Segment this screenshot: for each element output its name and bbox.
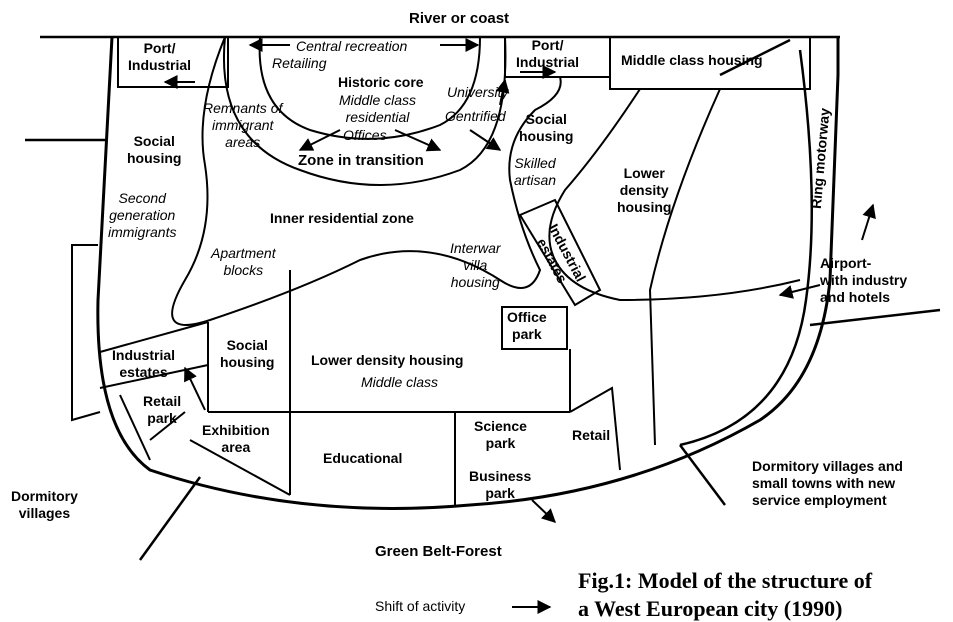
inner-residential-label: Inner residential zone [270,210,414,226]
lower-density-bottom-label: Lower density housing [311,352,464,368]
arrow-business-park [531,499,557,523]
ring-motorway-line [679,38,813,447]
inner-core-arc [258,36,481,140]
skilled-artisan-label: Skilled artisan [514,155,557,188]
lower-density-right-label: Lower density housing [617,165,672,215]
lower-density-right-inner [648,88,721,446]
social-housing-bottom-label: Social housing [220,337,275,370]
airport-label: Airport- with industry and hotels [820,255,908,305]
historic-core-label: Historic core [338,74,424,90]
arrow-retail-park [184,366,206,411]
river-coast-label: River or coast [409,10,510,27]
remnants-label: Remnants of immigrant areas [203,100,283,150]
middle-class-label: Middle class [361,374,439,390]
business-park-label: Business park [469,468,532,501]
outer-core-arc [223,36,507,186]
arrow-airport [778,284,821,299]
educational-label: Educational [323,450,403,466]
retail-park-label: Retail park [143,393,182,426]
green-belt-label: Green Belt-Forest [375,543,502,560]
city-boundary [96,36,840,510]
central-recreation-label: Central recreation [296,38,408,54]
dormitory-villages-label: Dormitory villages [11,488,78,521]
left-extension [71,244,101,422]
apartment-blocks-label: Apartment blocks [211,245,276,278]
road-bottom-right [679,444,726,506]
divider-9 [149,411,186,441]
road-right [809,308,941,327]
social-housing-right-label: Social housing [519,111,574,144]
port-right-label: Port/ Industrial [516,37,580,70]
inner-residential-boundary [171,36,562,326]
middle-class-housing-label: Middle class housing [621,52,763,68]
science-park-label: Science park [474,418,527,451]
port-left-label: Port/ Industrial [128,40,192,73]
zone-in-transition-label: Zone in transition [298,152,424,169]
middle-class-residential-label: Middle class residential [339,92,417,125]
divider-10 [189,439,291,496]
retail-label: Retail [572,427,611,443]
industrial-estates-right-box [518,198,602,307]
arrow-university [495,78,510,106]
arrow-offices-right [394,129,442,152]
retailing-label: Retailing [272,55,327,71]
industrial-estates-left-label: Industrial estates [112,347,176,380]
legend-label: Shift of activity [375,598,466,614]
arrow-offices-left [298,129,341,151]
divider-2 [99,321,209,353]
gentrified-label: Gentrified [445,108,506,124]
interwar-villa-label: Interwar villa housing [450,240,501,290]
arrow-airport-up [861,203,876,241]
divider-8 [119,394,151,461]
dormitory-villages-towns-label: Dormitory villages and small towns with … [752,458,903,508]
figure-caption: Fig.1: Model of the structure of a West … [578,568,873,621]
retail-box [569,386,621,471]
offices-label: Offices [343,127,387,143]
middle-class-housing-box [609,36,811,90]
social-housing-left-label: Social housing [127,133,182,166]
office-park-label: Office park [507,309,547,342]
lower-density-right-boundary [548,88,801,302]
office-park-box [501,306,568,350]
university-label: University [447,84,509,100]
arrow-gentrified [469,129,502,151]
road-bottom-left [138,476,202,561]
second-generation-label: Second generation immigrants [108,190,177,240]
exhibition-area-label: Exhibition area [202,422,270,455]
